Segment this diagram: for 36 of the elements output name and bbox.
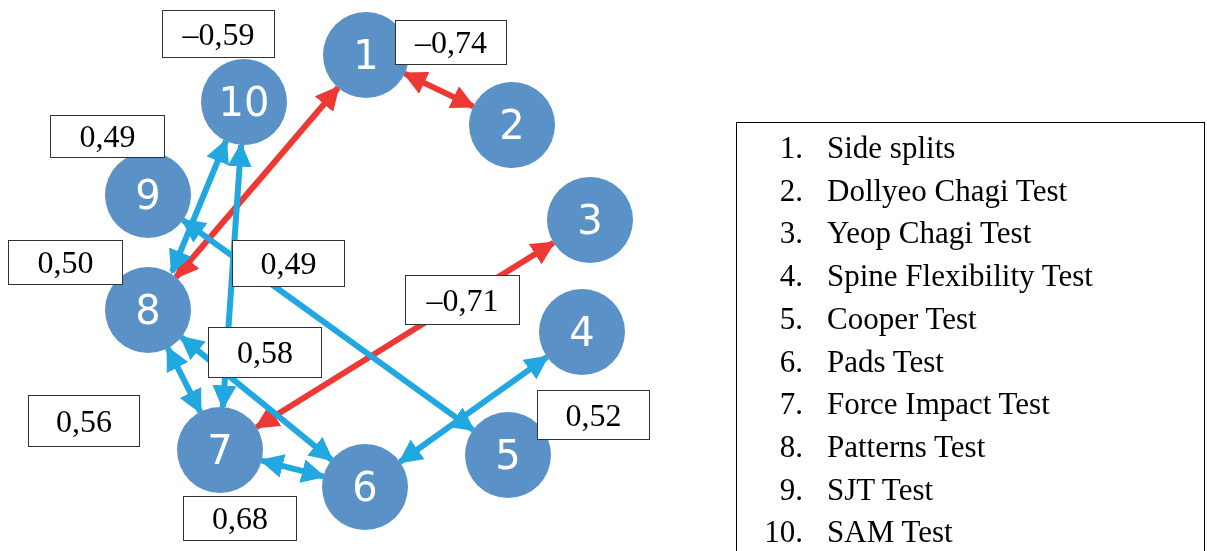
list-item: 6. Pads Test [778,343,944,380]
arrow [169,138,229,275]
node-circle: 7 [177,407,263,493]
arrow [402,70,476,110]
value-label: 0,49 [50,115,165,158]
value-label: 0,58 [208,327,322,378]
key-panel [736,122,1205,551]
arrow [259,454,326,483]
node-circle: 2 [469,82,555,168]
value-label: 0,52 [537,390,650,440]
node-circle: 3 [547,177,633,263]
list-item: 1. Side splits [778,130,956,166]
arrow [173,85,341,280]
list-item: 7. Force Impact Test [778,386,1050,423]
arrow [179,334,334,463]
value-label: 0,49 [232,240,345,287]
list-item: 10. SAM Test [763,514,953,551]
node-circle: 4 [539,289,625,375]
node-circle: 8 [105,267,191,353]
arrow [398,354,549,465]
node-circle: 5 [465,412,551,498]
list-item: 4. Spine Flexibility Test [778,258,1093,295]
value-label: –0,59 [162,10,275,58]
list-item: 3. Yeop Chagi Test [778,215,1032,252]
arrow [165,346,203,414]
value-label: –0,74 [395,20,507,65]
list-item: 9. SJT Test [778,471,934,508]
node-circle: 10 [201,59,287,145]
value-label: –0,71 [405,275,520,325]
value-label: 0,56 [28,395,140,447]
list-item: 2. Dollyeo Chagi Test [778,172,1068,209]
value-label: 0,68 [183,496,297,541]
node-circle: 6 [322,444,408,530]
list-item: 8. Patterns Test [778,428,986,465]
value-label: 0,50 [8,240,123,285]
list-item: 5. Cooper Test [778,300,977,337]
